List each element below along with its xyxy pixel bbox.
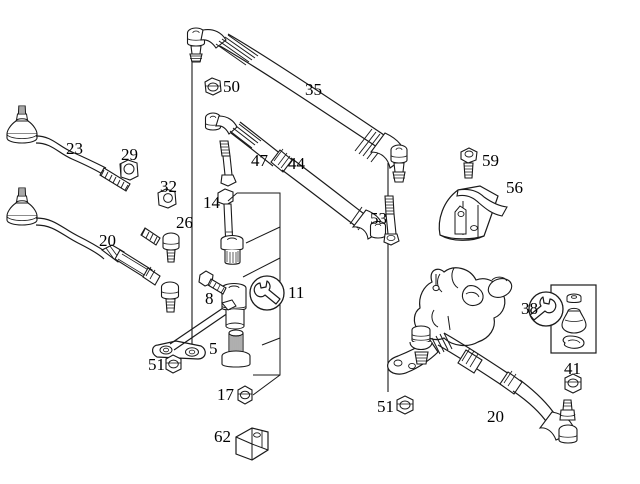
bushing-17-assembly bbox=[221, 329, 251, 368]
part-8-bolt bbox=[198, 270, 227, 295]
part-26-stud bbox=[140, 227, 180, 263]
part-44-tie-rod bbox=[204, 112, 387, 240]
callout-53: 53 bbox=[370, 209, 387, 228]
callout-51-left: 51 bbox=[148, 355, 165, 374]
callout-11: 11 bbox=[288, 283, 305, 302]
callout-51-right: 51 bbox=[377, 397, 394, 416]
callout-14: 14 bbox=[203, 193, 220, 212]
part-11-repair-kit-bracket bbox=[227, 192, 281, 396]
part-50-lock-nut bbox=[204, 77, 222, 96]
callout-44: 44 bbox=[288, 154, 305, 173]
part-23-tie-rod bbox=[6, 105, 131, 192]
part-17-nut bbox=[237, 385, 253, 405]
callout-5: 5 bbox=[209, 339, 218, 358]
callout-35: 35 bbox=[305, 80, 322, 99]
part-20-drag-link-right bbox=[409, 325, 578, 444]
callout-20-left: 20 bbox=[99, 231, 116, 250]
part-5-idler-arm bbox=[152, 282, 247, 360]
callout-59: 59 bbox=[482, 151, 499, 170]
callout-56: 56 bbox=[506, 178, 523, 197]
callout-41: 41 bbox=[564, 359, 581, 378]
callout-20-right: 20 bbox=[487, 407, 504, 426]
part-20-drag-link-left bbox=[6, 187, 180, 313]
callout-23: 23 bbox=[66, 139, 83, 158]
part-29-nut bbox=[119, 159, 139, 181]
part-41-nut bbox=[564, 373, 582, 394]
part-47-bolt bbox=[219, 140, 237, 187]
part-53-bolt bbox=[383, 195, 400, 246]
callout-26: 26 bbox=[176, 213, 193, 232]
bushing-under-14 bbox=[220, 234, 244, 265]
callout-17: 17 bbox=[217, 385, 234, 404]
part-35-drag-link bbox=[186, 27, 408, 183]
part-32-nut bbox=[157, 188, 177, 209]
part-38-repair-kit-box bbox=[550, 284, 597, 354]
wrench-icon-38 bbox=[528, 291, 564, 327]
part-59-bolt bbox=[460, 147, 478, 179]
part-62-bracket bbox=[235, 427, 269, 461]
part-56-heat-shield bbox=[438, 185, 508, 241]
callout-8: 8 bbox=[205, 289, 214, 308]
callout-38: 38 bbox=[521, 299, 538, 318]
callout-32: 32 bbox=[160, 177, 177, 196]
wrench-icon-11 bbox=[249, 275, 285, 311]
part-51-nut-right bbox=[396, 395, 414, 415]
callout-29: 29 bbox=[121, 145, 138, 164]
steering-gearbox-body bbox=[387, 267, 513, 375]
callout-62: 62 bbox=[214, 427, 231, 446]
callout-50: 50 bbox=[223, 77, 240, 96]
part-51-nut-left bbox=[165, 354, 182, 374]
callout-47: 47 bbox=[251, 151, 268, 170]
